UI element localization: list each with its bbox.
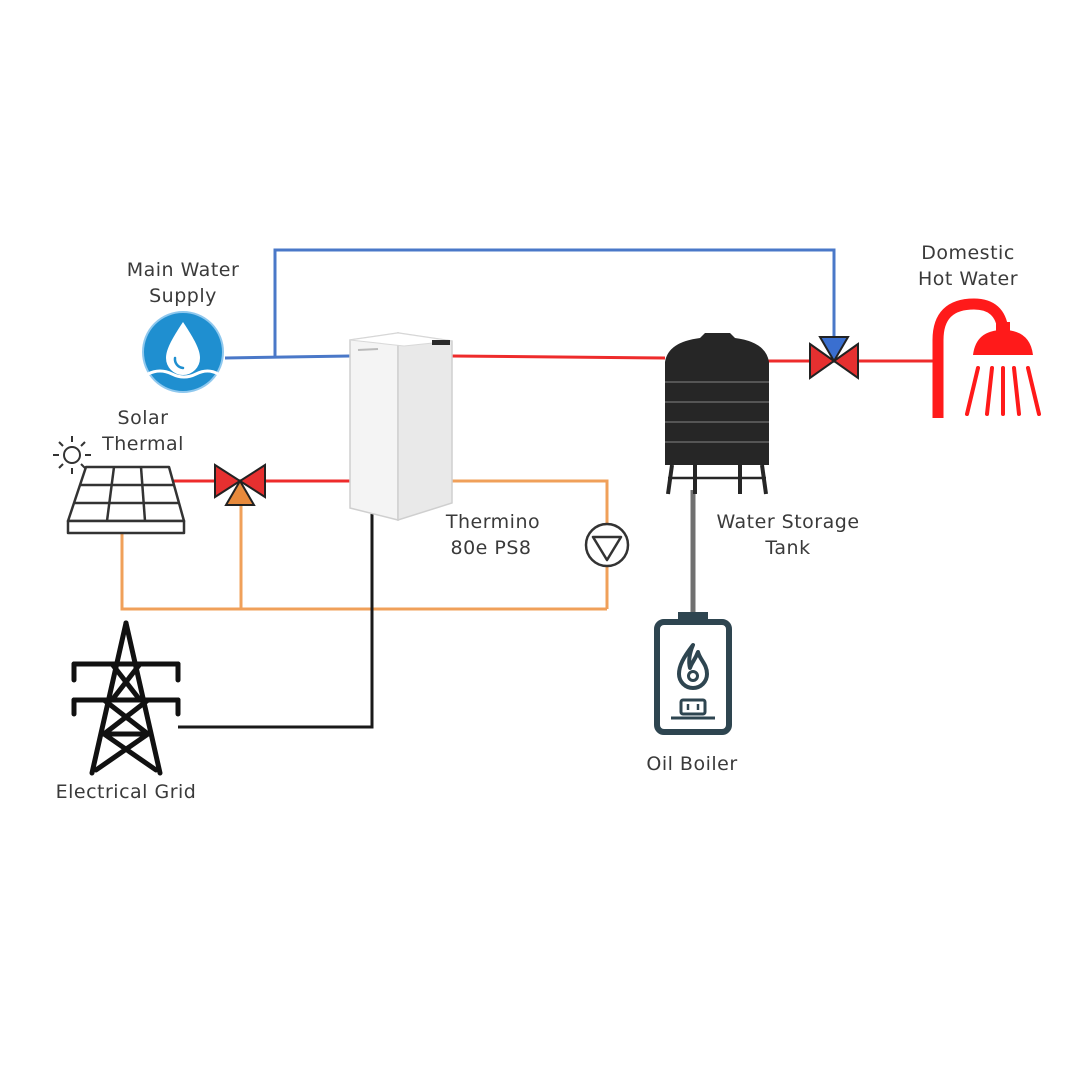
loop-pipe-bottom <box>120 533 607 611</box>
solar-thermal-label-line2: Thermal <box>101 433 184 455</box>
cold-water-pipes <box>224 248 836 360</box>
valve-icon <box>214 463 266 506</box>
water-storage-tank-label-line1: Water Storage <box>716 511 859 533</box>
oil-boiler-label: Oil Boiler <box>646 753 737 775</box>
thermino-unit <box>349 332 453 522</box>
water-drop-icon <box>142 311 224 393</box>
electrical-grid-label: Electrical Grid <box>56 781 197 803</box>
main-water-supply-label-line2: Supply <box>149 285 217 307</box>
domestic-hot-water-label-line2: Hot Water <box>918 268 1018 290</box>
cold-pipe-to-thermino <box>224 354 351 360</box>
shower-icon <box>932 298 1041 418</box>
valve-icon <box>809 336 859 380</box>
solar-thermal-label-line1: Solar <box>118 407 169 429</box>
water-storage-tank-label-line2: Tank <box>764 537 810 559</box>
hot-water-pipes <box>168 354 934 483</box>
pylon-icon <box>71 620 181 776</box>
solar-panel-icon <box>66 465 186 535</box>
main-water-supply-label-line1: Main Water <box>127 259 240 281</box>
thermino-label-line2: 80e PS8 <box>450 537 531 559</box>
electric-cable <box>178 510 374 729</box>
thermino-label-line1: Thermino <box>445 511 540 533</box>
boiler-icon <box>654 612 732 735</box>
pump-icon <box>584 522 630 568</box>
cold-bypass-pipe <box>273 248 836 358</box>
hot-pipe-thermino-to-tank <box>451 354 666 360</box>
sun-icon <box>53 436 91 474</box>
domestic-hot-water-label-line1: Domestic <box>921 242 1015 264</box>
tank-icon <box>665 333 769 495</box>
